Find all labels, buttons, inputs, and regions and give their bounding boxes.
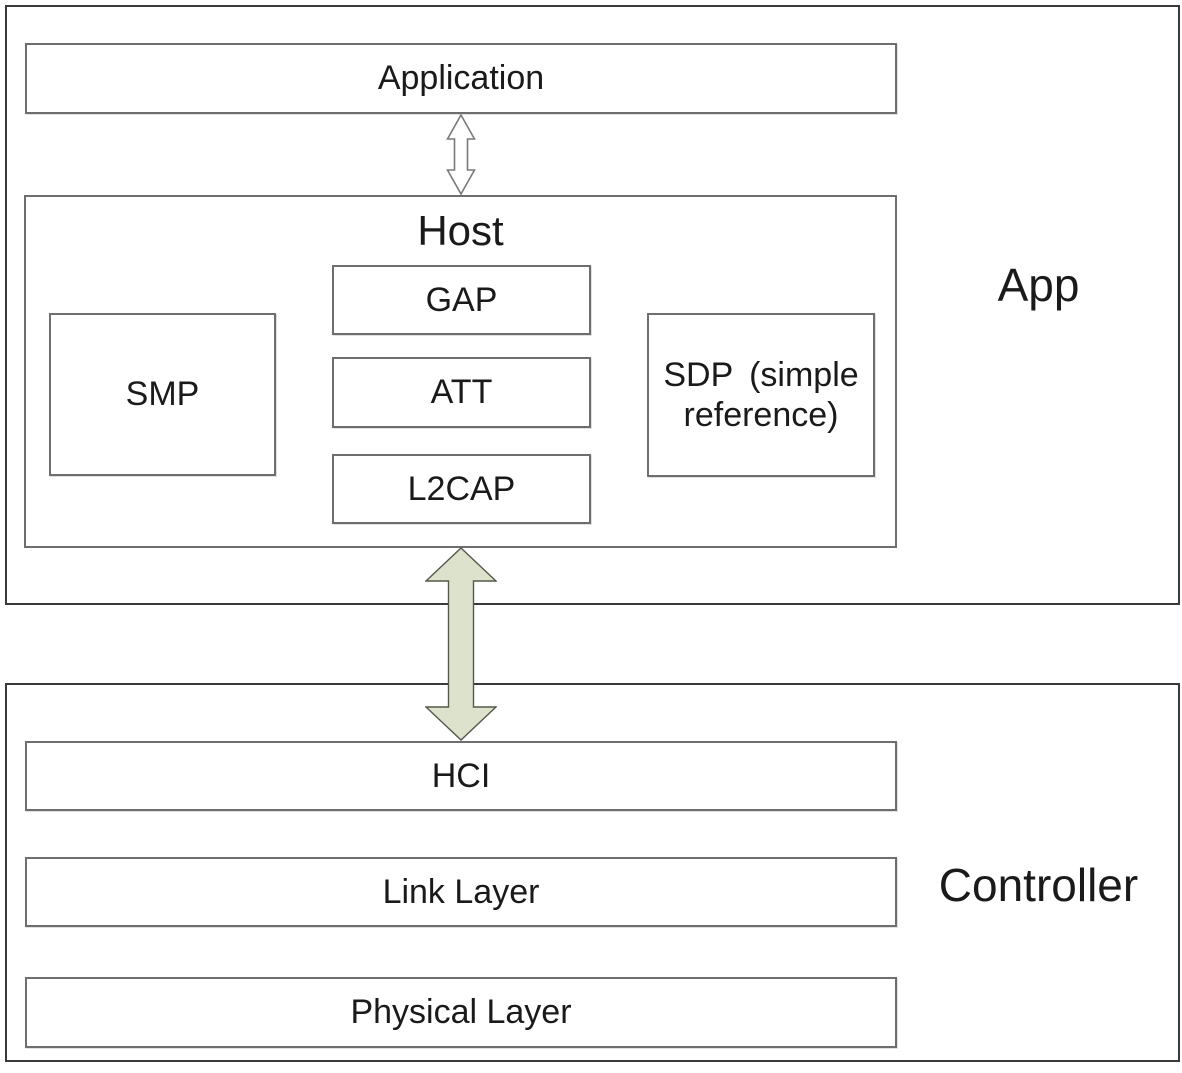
hci-box: HCI bbox=[25, 741, 897, 811]
smp-box: SMP bbox=[49, 313, 276, 476]
hci-label: HCI bbox=[431, 756, 491, 795]
gap-label: GAP bbox=[425, 280, 498, 319]
host-title: Host bbox=[417, 207, 504, 254]
sdp-label: SDP (simple reference) bbox=[663, 355, 859, 434]
physical-layer-box: Physical Layer bbox=[25, 977, 897, 1048]
smp-label: SMP bbox=[125, 375, 200, 414]
application-label: Application bbox=[377, 59, 545, 98]
link-layer-label: Link Layer bbox=[382, 872, 540, 911]
sdp-box: SDP (simple reference) bbox=[647, 313, 875, 477]
physical-layer-label: Physical Layer bbox=[350, 993, 572, 1032]
l2cap-label: L2CAP bbox=[407, 469, 516, 508]
application-box: Application bbox=[25, 43, 897, 114]
gap-box: GAP bbox=[332, 265, 591, 335]
att-label: ATT bbox=[430, 373, 493, 412]
app-section-box bbox=[5, 5, 1180, 605]
big-double-arrow-icon bbox=[424, 547, 498, 741]
controller-section-label: Controller bbox=[938, 859, 1139, 911]
link-layer-box: Link Layer bbox=[25, 857, 897, 927]
thin-double-arrow-icon bbox=[446, 113, 476, 196]
host-controller-arrow bbox=[424, 547, 498, 741]
controller-section-box bbox=[5, 683, 1180, 1062]
app-section-label: App bbox=[997, 259, 1080, 311]
host-box: Host SMP GAP ATT L2CAP SDP (simple refer… bbox=[24, 195, 897, 548]
application-host-arrow bbox=[446, 113, 476, 196]
l2cap-box: L2CAP bbox=[332, 454, 591, 524]
att-box: ATT bbox=[332, 357, 591, 428]
